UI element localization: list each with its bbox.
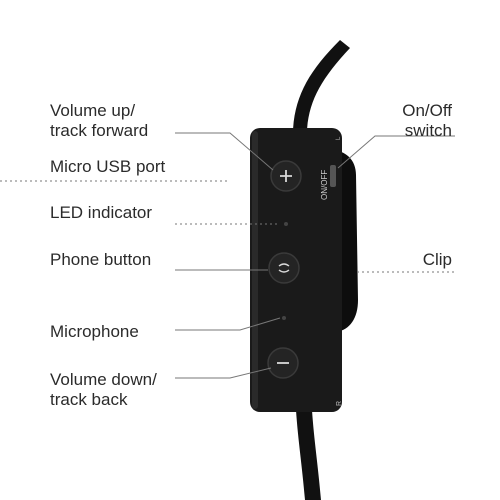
label-on-off-switch: On/Off switch (402, 101, 452, 140)
leader-lines (0, 132, 455, 379)
led-indicator (284, 222, 288, 226)
label-volume-up: Volume up/ track forward (50, 101, 149, 140)
switch-marking: ON/OFF (320, 170, 329, 200)
microphone-hole (282, 316, 286, 320)
label-led-indicator: LED indicator (50, 203, 153, 222)
label-volume-down: Volume down/ track back (50, 370, 157, 409)
leader-microphone (175, 317, 281, 331)
bottom-marking: R (336, 401, 343, 406)
top-marking: L (336, 136, 342, 140)
label-microphone: Microphone (50, 322, 139, 341)
phone-button (268, 252, 300, 284)
on-off-switch (330, 165, 336, 187)
upper-cable (293, 40, 350, 130)
plus-icon (280, 170, 292, 182)
label-micro-usb: Micro USB port (50, 157, 166, 176)
lower-cable (296, 410, 321, 500)
label-clip: Clip (422, 250, 452, 269)
leader-volume-down (175, 367, 272, 379)
phone-icon (278, 263, 290, 273)
label-phone-button: Phone button (50, 250, 152, 269)
leader-volume-up (175, 132, 274, 171)
leader-on-off (337, 135, 455, 169)
